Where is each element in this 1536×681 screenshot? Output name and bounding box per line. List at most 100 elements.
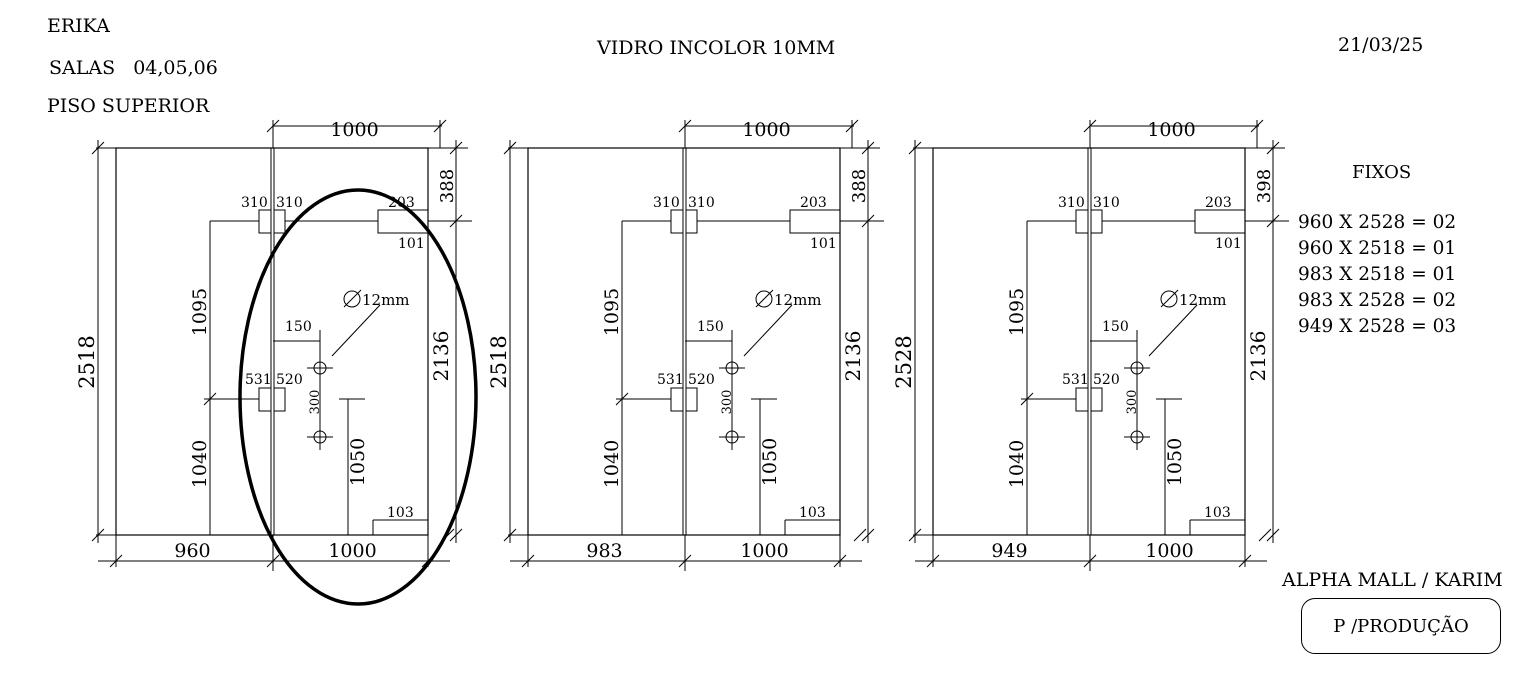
notch-width-label: 203 bbox=[1205, 195, 1232, 211]
notch-outline bbox=[789, 209, 841, 234]
corner-label: 103 bbox=[1204, 505, 1231, 521]
material-title: VIDRO INCOLOR 10MM bbox=[597, 37, 836, 59]
dimension-tick bbox=[91, 528, 105, 542]
left-width-label: 983 bbox=[586, 540, 622, 562]
dimension-tick bbox=[1258, 528, 1272, 542]
dimension-tick bbox=[1083, 119, 1097, 133]
production-stamp-label: P /PRODUÇÃO bbox=[1333, 615, 1469, 637]
left-width-label: 960 bbox=[174, 540, 210, 562]
diameter-icon bbox=[755, 289, 774, 308]
dimension-tick bbox=[833, 554, 847, 568]
diameter-icon bbox=[343, 290, 361, 308]
dimension-tick bbox=[908, 141, 922, 155]
diameter-icon bbox=[1160, 289, 1179, 308]
hinge-label: 310 bbox=[1093, 195, 1120, 211]
hinge-label: 310 bbox=[653, 195, 680, 211]
lower-left-dim-label: 1040 bbox=[601, 440, 623, 488]
lower-left-dim-label: 1040 bbox=[1006, 440, 1028, 488]
total-height-label: 2518 bbox=[75, 335, 99, 388]
hinge-patch bbox=[670, 387, 684, 412]
dimension-tick bbox=[1266, 528, 1280, 542]
leader-line bbox=[1148, 304, 1198, 357]
upper-left-dim-label: 1095 bbox=[189, 288, 211, 336]
lower-right-dim-label: 1050 bbox=[759, 438, 781, 486]
top-width-label: 1000 bbox=[742, 119, 790, 141]
glass-panel-outline bbox=[115, 147, 429, 536]
hinge-label: 310 bbox=[688, 195, 715, 211]
hole-offset-label: 150 bbox=[1102, 319, 1129, 335]
fixos-item: 960 X 2518 = 01 bbox=[1298, 238, 1457, 259]
lower-right-dim-label: 1050 bbox=[347, 438, 369, 486]
dimension-tick bbox=[503, 141, 517, 155]
fixos-list: 960 X 2528 = 02 960 X 2518 = 01 983 X 25… bbox=[1298, 210, 1456, 340]
corner-label: 103 bbox=[387, 505, 414, 521]
fixos-item: 983 X 2528 = 02 bbox=[1298, 290, 1457, 311]
hinge-label: 310 bbox=[276, 195, 303, 211]
dimension-tick bbox=[678, 119, 692, 133]
hinge-patch bbox=[1090, 387, 1103, 412]
dimension-tick bbox=[266, 554, 280, 568]
dimension-tick bbox=[266, 119, 280, 133]
left-width-label: 949 bbox=[991, 540, 1027, 562]
upper-left-dim-label: 1095 bbox=[601, 288, 623, 336]
lower-left-dim-label: 1040 bbox=[189, 440, 211, 488]
dimension-tick bbox=[1250, 119, 1264, 133]
top-width-label: 1000 bbox=[330, 119, 378, 141]
dimension-tick bbox=[91, 141, 105, 155]
glass-panel-outline bbox=[527, 147, 841, 536]
fixos-title: FIXOS bbox=[1352, 162, 1412, 183]
hinge-label: 310 bbox=[241, 195, 268, 211]
total-height-label: 2528 bbox=[892, 335, 916, 388]
top-width-label: 1000 bbox=[1147, 119, 1195, 141]
dimension-tick bbox=[845, 119, 859, 133]
rooms-label: SALAS 04,05,06 bbox=[49, 57, 218, 79]
hinge-label: 310 bbox=[1058, 195, 1085, 211]
bottom-right-width-label: 1000 bbox=[740, 540, 788, 562]
dimension-tick bbox=[678, 554, 692, 568]
diameter-icon bbox=[755, 290, 773, 308]
dimension-tick bbox=[908, 528, 922, 542]
notch-height-label: 101 bbox=[1215, 236, 1242, 252]
notch-outline bbox=[1194, 209, 1246, 234]
lower-right-dim-label: 1050 bbox=[1164, 438, 1186, 486]
hinge-label: 520 bbox=[1093, 372, 1120, 388]
dimension-tick bbox=[449, 141, 463, 155]
hinge-patch bbox=[1075, 387, 1089, 412]
hole-spacing-label: 300 bbox=[308, 390, 323, 415]
top-right-label: 388 bbox=[437, 169, 458, 203]
total-height-label: 2518 bbox=[487, 335, 511, 388]
glass-panel-outline bbox=[932, 147, 1246, 536]
dimension-tick bbox=[109, 554, 123, 568]
upper-left-dim-label: 1095 bbox=[1006, 288, 1028, 336]
hinge-patch bbox=[685, 209, 698, 234]
hole-diameter-label: 12mm bbox=[1179, 291, 1227, 309]
corner-label: 103 bbox=[799, 505, 826, 521]
hinge-patch bbox=[273, 387, 286, 412]
hinge-label: 520 bbox=[276, 372, 303, 388]
hinge-patch bbox=[1075, 209, 1089, 234]
dimension-tick bbox=[1238, 554, 1252, 568]
highlight-ellipse bbox=[238, 188, 478, 606]
hinge-patch bbox=[273, 209, 286, 234]
floor-label: PISO SUPERIOR bbox=[47, 95, 210, 117]
hinge-patch bbox=[1090, 209, 1103, 234]
fixos-item: 960 X 2528 = 02 bbox=[1298, 212, 1457, 233]
diameter-icon bbox=[1160, 290, 1178, 308]
hole-offset-label: 150 bbox=[285, 319, 312, 335]
dimension-tick bbox=[861, 528, 875, 542]
bottom-right-width-label: 1000 bbox=[1145, 540, 1193, 562]
hinge-patch bbox=[258, 387, 272, 412]
notch-height-label: 101 bbox=[398, 236, 425, 252]
dimension-tick bbox=[433, 119, 447, 133]
hole-diameter-label: 12mm bbox=[362, 291, 410, 309]
diameter-icon bbox=[343, 289, 362, 308]
hinge-label: 531 bbox=[1062, 372, 1089, 388]
dimension-tick bbox=[926, 554, 940, 568]
dimension-tick bbox=[503, 528, 517, 542]
hinge-label: 531 bbox=[657, 372, 684, 388]
top-right-label: 388 bbox=[849, 169, 870, 203]
hinge-patch bbox=[670, 209, 684, 234]
notch-height-label: 101 bbox=[810, 236, 837, 252]
notch-width-label: 203 bbox=[800, 195, 827, 211]
dimension-tick bbox=[861, 141, 875, 155]
